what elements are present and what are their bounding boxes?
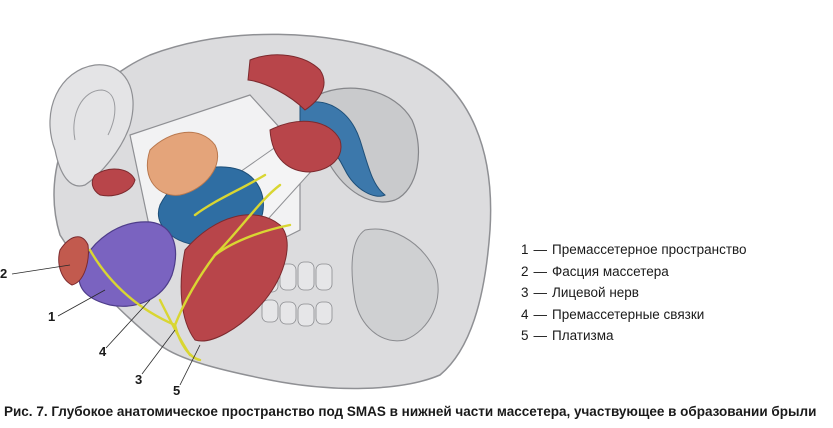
- muscle-upper: [247, 54, 325, 111]
- callout-5: 5: [173, 383, 181, 398]
- muscle-mid: [269, 120, 342, 173]
- callout-1: 1: [48, 309, 56, 324]
- muscle-small: [91, 168, 136, 197]
- callout-4: 4: [99, 344, 107, 359]
- callout-3: 3: [135, 372, 143, 387]
- legend-item: 3—Лицевой нерв: [521, 285, 639, 300]
- teeth: [261, 261, 333, 327]
- legend-item: 4—Премассетерные связки: [521, 306, 705, 322]
- fat-tissue: [146, 131, 218, 196]
- legend-item: 1—Премассетерное пространство: [521, 242, 747, 257]
- callout-2: 2: [0, 266, 8, 281]
- legend: 1—Премассетерное пространство 2—Фасция м…: [521, 239, 747, 347]
- ear-shape: [49, 64, 134, 187]
- figure-caption: Рис. 7. Глубокое анатомическое пространс…: [4, 404, 817, 419]
- legend-item: 2—Фасция массетера: [521, 263, 669, 279]
- facial-nerve: [88, 173, 292, 362]
- legend-item: 5—Платизма: [521, 328, 614, 343]
- anatomy-illustration: [49, 33, 492, 390]
- maxilla-shape: [351, 228, 439, 342]
